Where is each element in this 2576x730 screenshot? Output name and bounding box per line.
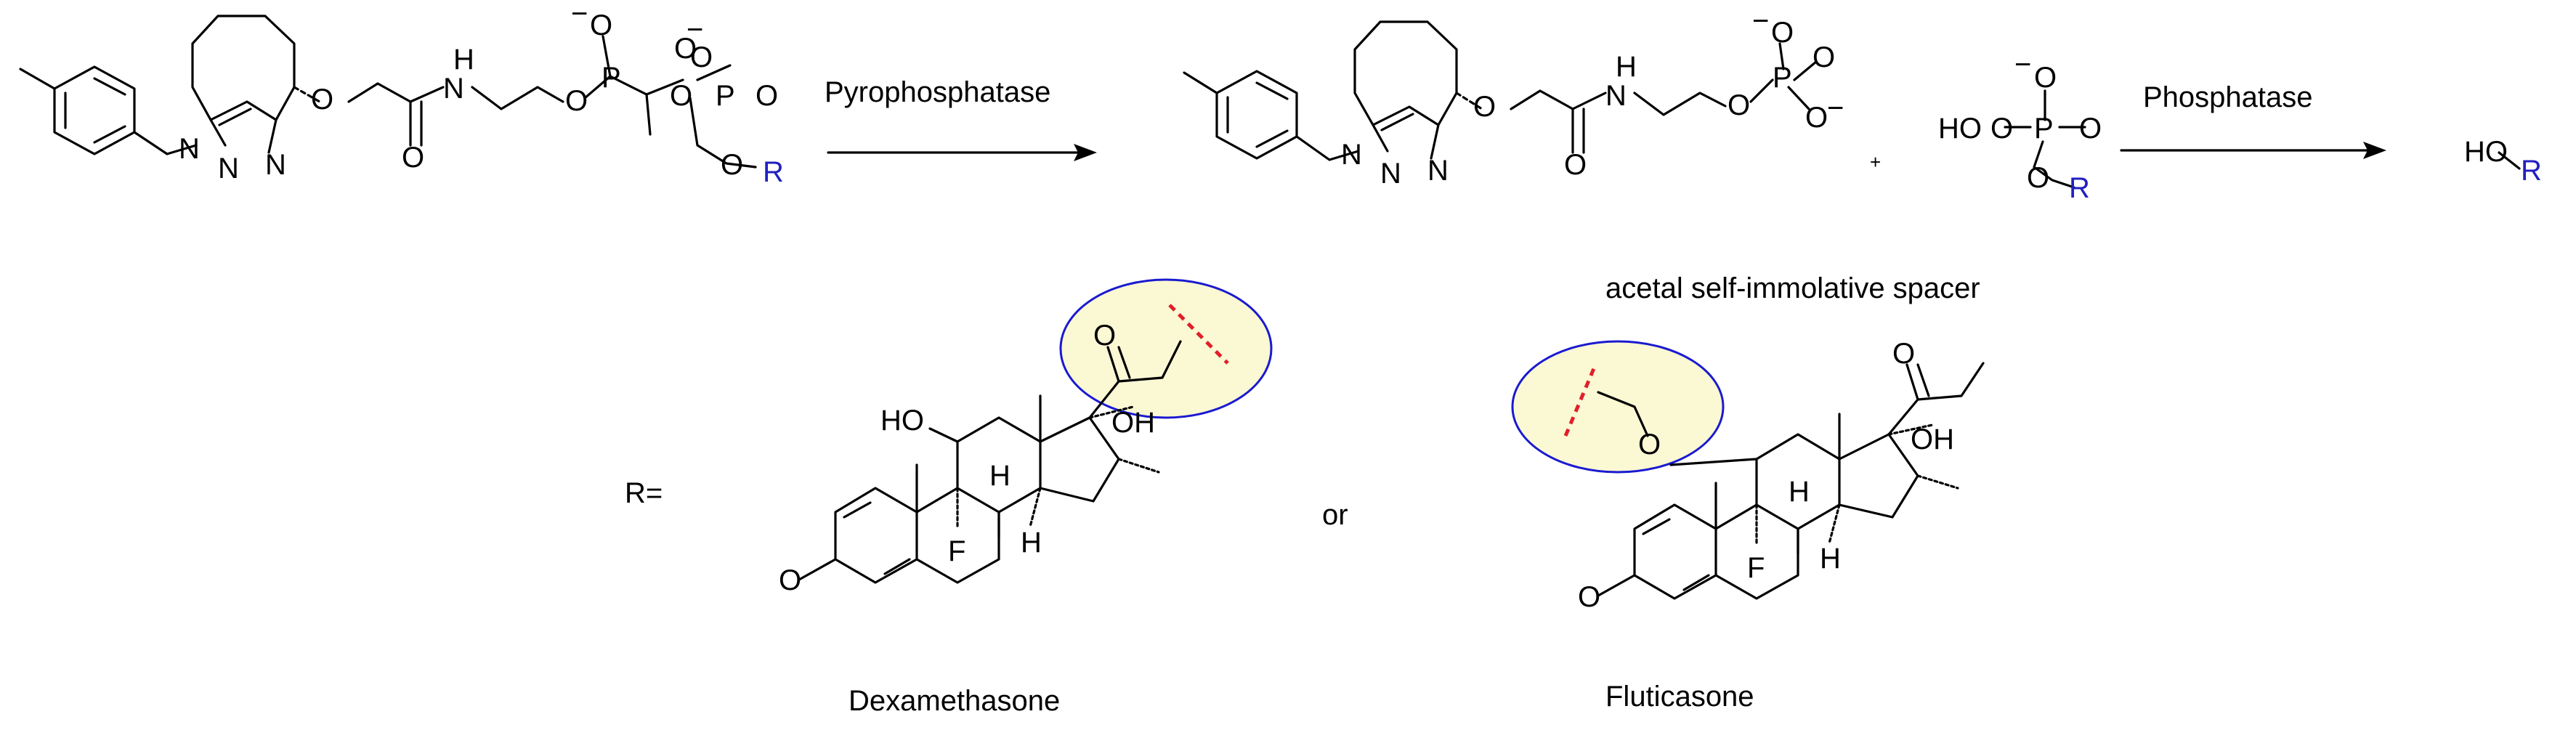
atom-P3: P <box>1773 62 1792 94</box>
fluticasone-label: Fluticasone <box>1605 681 1754 713</box>
atom-H-amide: H <box>453 44 474 76</box>
intermediate-monophosphate: O O N H O P O − O O − N N N <box>1183 5 1844 190</box>
atom-N3-b: N <box>1427 155 1449 187</box>
atom-O-R: O <box>721 149 743 181</box>
plus-sign: + <box>1870 151 1881 173</box>
dexamethasone-structure: O HO F H H OH O Dexamethasone <box>779 278 1273 717</box>
atom-O-R-2: O <box>2027 162 2049 194</box>
atom-O-P2: O <box>756 80 778 112</box>
or-label: or <box>1322 499 1348 531</box>
dexa-atom-F: F <box>948 535 965 567</box>
atom-N1: N <box>179 133 200 165</box>
spacer-label: acetal self-immolative spacer <box>1605 272 1980 304</box>
flut-atom-O-keto: O <box>1892 338 1915 370</box>
atom-H-amide-2: H <box>1616 51 1637 83</box>
atom-O-P2b: O <box>690 41 713 73</box>
atom-N2: N <box>218 153 239 184</box>
atom-O-P3b: O <box>1812 41 1835 73</box>
flut-atom-O-ketone: O <box>1578 581 1600 613</box>
charge-minus-2: − <box>686 14 703 46</box>
flut-atom-H1: H <box>1789 476 1810 508</box>
atom-O-P4a: O <box>2034 62 2057 94</box>
starting-material: O O N H O P O − O − O P O O O R N N N <box>19 0 784 188</box>
charge-minus-4: − <box>1827 92 1844 124</box>
flut-atom-O-ether: O <box>1638 429 1661 461</box>
r-phosphate: HO O P O − O O R <box>1938 49 2102 204</box>
dexamethasone-label: Dexamethasone <box>848 685 1060 717</box>
dexa-atom-H2: H <box>1021 527 1042 559</box>
atom-O-ether-2: O <box>1473 91 1496 123</box>
flut-atom-OH: OH <box>1911 423 1954 455</box>
enzyme-label-phosphatase: Phosphatase <box>2143 81 2313 113</box>
atom-O-P3c: O <box>1805 102 1828 134</box>
atom-N-amide: N <box>443 73 464 105</box>
reaction-arrow-2: Phosphatase <box>2120 81 2386 159</box>
reaction-arrow-1: Pyrophosphatase <box>825 76 1097 161</box>
charge-minus-1: − <box>571 0 588 30</box>
dexa-atom-OH: OH <box>1111 407 1155 439</box>
highlight-ellipse-fluticasone <box>1511 340 1725 474</box>
atom-O-P1: O <box>590 9 612 41</box>
flut-atom-H2: H <box>1820 543 1841 575</box>
enzyme-label-pyrophosphatase: Pyrophosphatase <box>825 76 1050 108</box>
atom-O-bridge: O <box>670 80 692 112</box>
atom-HO-P: HO <box>1938 113 1982 145</box>
fluticasone-structure: O O F H H OH O Fluticasone <box>1511 338 1985 713</box>
atom-O-P4: O <box>1990 113 2013 145</box>
atom-O-carbonyl-2: O <box>1564 149 1587 181</box>
atom-O-P3a: O <box>1771 17 1794 49</box>
atom-N1-b: N <box>1341 139 1362 171</box>
dexa-atom-H1: H <box>989 460 1010 492</box>
atom-O-ester: O <box>565 85 588 117</box>
atom-R-2: R <box>2069 172 2090 204</box>
flut-atom-F: F <box>1747 552 1765 584</box>
dexa-atom-O-keto: O <box>1093 320 1116 352</box>
atom-R-1: R <box>763 156 784 188</box>
atom-product-HO: HO <box>2464 136 2508 168</box>
product-alcohol: HO R <box>2464 136 2542 187</box>
charge-minus-5: − <box>2014 49 2031 81</box>
atom-N2-b: N <box>1380 158 1401 190</box>
atom-P1: P <box>602 62 621 94</box>
atom-N3: N <box>265 149 286 181</box>
atom-O-P4b: O <box>2079 113 2102 145</box>
atom-O-carbonyl: O <box>402 142 424 174</box>
dexa-atom-O-ketone: O <box>779 564 801 596</box>
atom-P4: P <box>2034 113 2054 145</box>
dexa-atom-HO: HO <box>880 405 924 437</box>
atom-O-ester-2: O <box>1728 89 1750 121</box>
atom-P2: P <box>716 80 735 112</box>
highlight-ellipse-dexamethasone <box>1059 278 1273 419</box>
r-definition-label: R= <box>625 477 663 509</box>
atom-O-P1b: O <box>674 33 697 65</box>
atom-product-R: R <box>2521 155 2542 187</box>
atom-N-amide-2: N <box>1605 80 1627 112</box>
charge-minus-3: − <box>1752 5 1769 37</box>
atom-O-ether: O <box>311 84 333 115</box>
